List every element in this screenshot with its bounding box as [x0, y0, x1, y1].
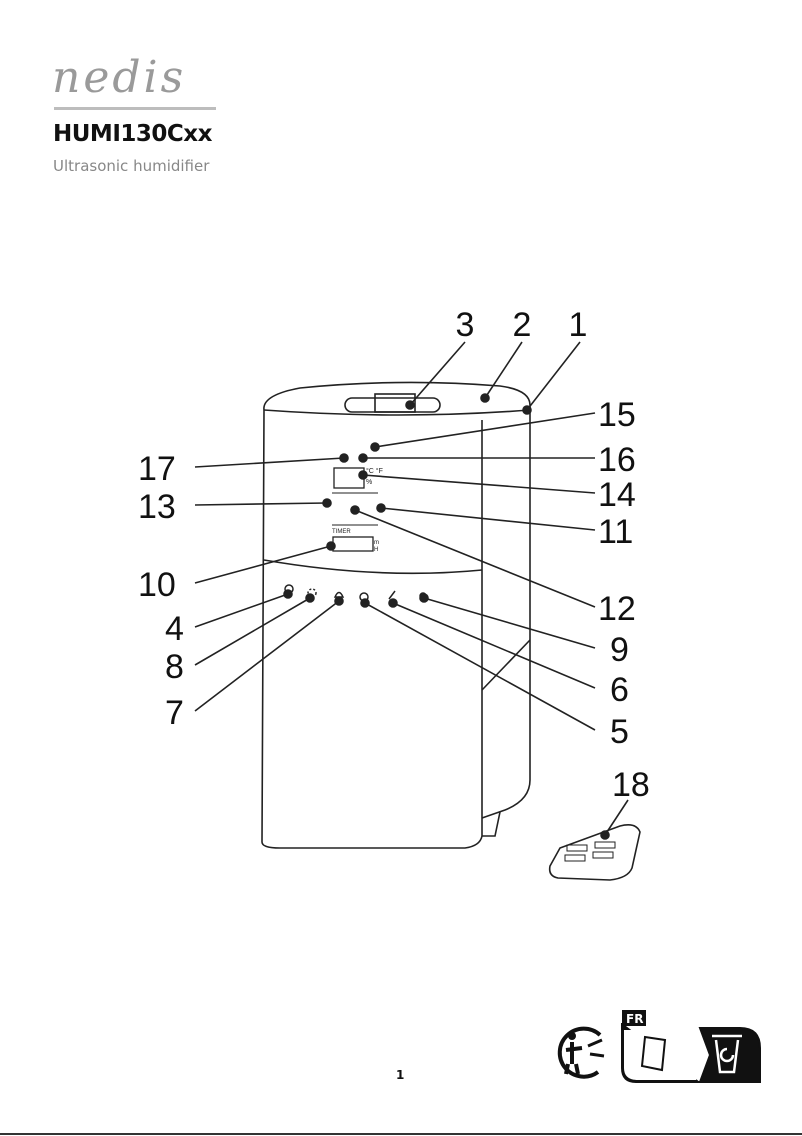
callout-6: 6 — [610, 671, 629, 709]
minutes-unit: m — [374, 540, 379, 546]
hours-unit: H — [374, 547, 378, 553]
paper-icon — [640, 1035, 667, 1072]
callout-10: 10 — [138, 566, 176, 604]
callout-1: 1 — [569, 306, 588, 344]
callout-15: 15 — [598, 396, 636, 434]
callout-4: 4 — [165, 610, 184, 648]
callout-8: 8 — [165, 648, 184, 686]
humidity-icon — [333, 591, 345, 598]
fan-icon — [388, 590, 396, 600]
model-title: HUMI130Cxx — [53, 121, 212, 147]
callout-9: 9 — [610, 631, 629, 669]
callout-5: 5 — [610, 713, 629, 751]
callout-12: 12 — [598, 590, 636, 628]
humidifier-outline — [261, 381, 531, 849]
header-divider — [54, 107, 216, 110]
callout-numbers: 1 2 3 4 5 6 7 8 9 10 11 12 13 14 15 16 1… — [138, 306, 650, 804]
timer-label: TIMER — [332, 529, 351, 535]
triman-icon — [557, 1026, 605, 1079]
callout-13: 13 — [138, 488, 176, 526]
callout-17: 17 — [138, 450, 176, 488]
country-code: FR — [626, 1012, 643, 1026]
remote-control — [548, 824, 641, 881]
page-number: 1 — [396, 1068, 405, 1082]
callout-2: 2 — [513, 306, 532, 344]
callout-7: 7 — [165, 694, 184, 732]
mist-icon — [307, 588, 317, 598]
percent-unit: % — [366, 479, 372, 486]
page-bottom-border — [0, 1133, 802, 1135]
callout-18: 18 — [612, 766, 650, 804]
recycling-info: FR — [557, 1010, 761, 1083]
nedis-logo: nedis — [52, 52, 187, 103]
product-subtitle: Ultrasonic humidifier — [53, 157, 210, 175]
temp-units: °C °F — [366, 467, 383, 475]
recycle-bin-icon — [712, 1034, 742, 1074]
callout-16: 16 — [598, 441, 636, 479]
callout-3: 3 — [456, 306, 475, 344]
callout-lines — [194, 341, 629, 840]
callout-11: 11 — [598, 513, 633, 551]
callout-14: 14 — [598, 476, 636, 514]
